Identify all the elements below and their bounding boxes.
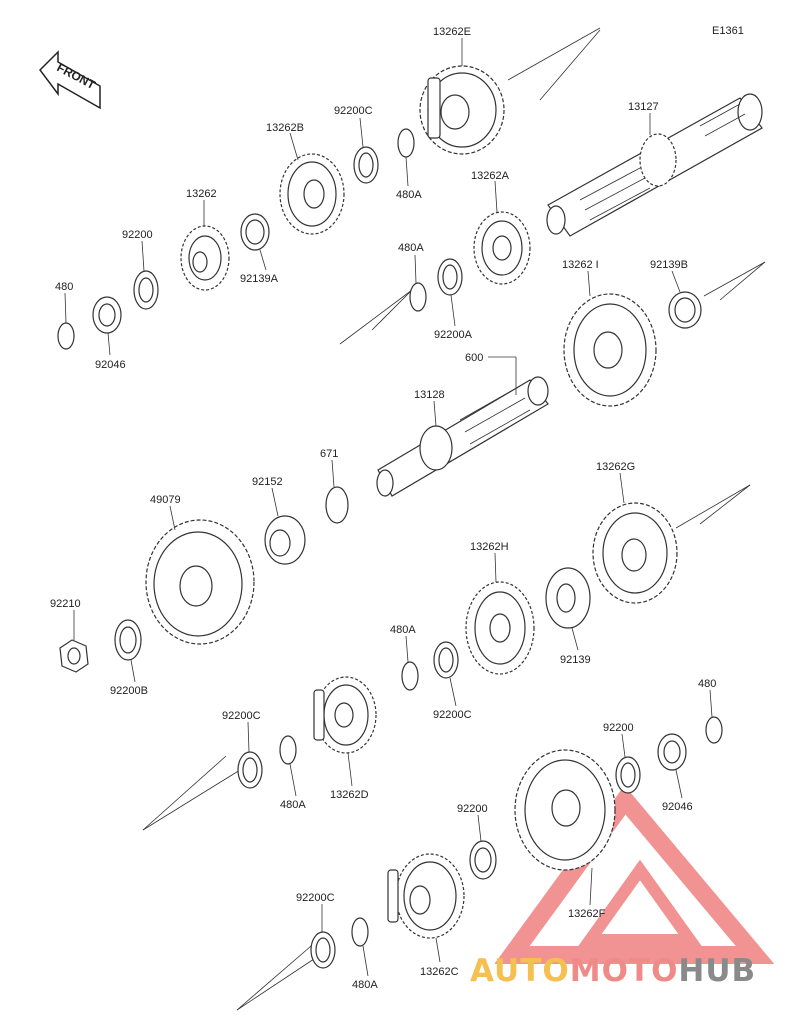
label-92139a: 92139A [240, 273, 279, 285]
gear-13262b [279, 153, 345, 235]
label-480a-a: 480A [396, 189, 422, 201]
gear-13262d [313, 676, 377, 754]
gear-13262a [473, 211, 531, 285]
gear-13262 [180, 225, 230, 291]
bearing-92139a [240, 213, 270, 251]
gear-13262g [592, 502, 678, 604]
label-49079: 49079 [150, 494, 181, 506]
label-92200-c: 92200 [457, 803, 488, 815]
label-13262: 13262 [186, 188, 217, 200]
label-92200-a: 92200 [122, 229, 153, 241]
washer-92200a [437, 258, 463, 296]
gear-13262f [514, 749, 616, 871]
washer-92200c-bottom [310, 931, 336, 969]
label-92046-b: 92046 [662, 801, 693, 813]
label-480a-b: 480A [398, 242, 424, 254]
label-92200c-b: 92200C [433, 709, 472, 721]
circlip-480a-upper [397, 128, 415, 158]
label-13262a: 13262A [471, 170, 510, 182]
washer-92200c-upper [353, 146, 379, 184]
circlip-480a-bottom [351, 917, 369, 947]
label-92152: 92152 [252, 476, 283, 488]
watermark-hub: HUB [678, 953, 757, 989]
bearing-92139b [668, 291, 702, 329]
collar-92152 [264, 515, 306, 565]
gear-13262e [419, 65, 505, 155]
label-13262f: 13262F [568, 908, 606, 920]
label-92139: 92139 [560, 654, 591, 666]
watermark-triangle-logo [494, 785, 775, 964]
label-13262b: 13262B [266, 122, 304, 134]
label-92200-b: 92200 [603, 722, 634, 734]
washer-92200c-center [433, 641, 459, 679]
circlip-480a-center [401, 661, 419, 691]
washer-92200-lower [469, 840, 497, 880]
watermark-auto: AUTO [470, 953, 570, 989]
sprocket-49079 [145, 519, 255, 645]
washer-92200-upper [133, 270, 159, 310]
label-13262e: 13262E [433, 26, 471, 38]
label-92200c-d: 92200C [296, 892, 335, 904]
gear-13262c [387, 853, 465, 939]
bearing-92046-upper [92, 296, 122, 334]
assembly-guide-lines [142, 27, 766, 1011]
shaft-13127 [546, 93, 763, 237]
label-13262d: 13262D [330, 789, 369, 801]
label-480a-c: 480A [390, 624, 416, 636]
label-671: 671 [320, 448, 338, 460]
part-labels: E1361 13262E 13127 13262B 92200C 480A 13… [50, 25, 744, 991]
circlip-480a-lower [279, 735, 297, 765]
oring-671 [325, 486, 349, 524]
front-arrow-icon: FRONT [39, 50, 101, 110]
leader-lines [64, 38, 713, 977]
label-13127: 13127 [628, 101, 659, 113]
label-13262c: 13262C [420, 966, 459, 978]
washer-92200-right [615, 756, 641, 794]
circlip-480-upper [57, 322, 75, 350]
shaft-13128 [376, 376, 549, 497]
label-480a-d: 480A [280, 799, 306, 811]
bearing-92046-lower [657, 733, 687, 771]
circlip-480a-mid [409, 282, 427, 312]
label-480-b: 480 [698, 678, 716, 690]
washer-92200b [114, 619, 142, 661]
label-13128: 13128 [414, 389, 445, 401]
watermark-moto: MOTO [569, 953, 679, 989]
label-13262g: 13262G [596, 461, 635, 473]
label-480-a: 480 [55, 281, 73, 293]
circlip-480-lower [705, 716, 723, 744]
label-600: 600 [465, 352, 483, 364]
gear-13262i [563, 293, 657, 407]
label-92200c-c: 92200C [222, 710, 261, 722]
label-92200c-a: 92200C [334, 105, 373, 117]
washer-92200c-lower [237, 751, 263, 789]
label-13262i: 13262 I [562, 259, 599, 271]
label-480a-e: 480A [352, 979, 378, 991]
label-92200a: 92200A [434, 329, 473, 341]
gear-13262h [465, 581, 535, 675]
ref-code: E1361 [712, 25, 744, 37]
label-92046-a: 92046 [95, 359, 126, 371]
label-92210: 92210 [50, 598, 81, 610]
label-92139b: 92139B [650, 259, 688, 271]
label-92200b: 92200B [110, 685, 148, 697]
bearing-92139 [545, 567, 591, 629]
label-13262h: 13262H [470, 541, 509, 553]
nut-92210 [59, 639, 89, 673]
watermark-wordmark: AUTOMOTOHUB [470, 953, 756, 989]
